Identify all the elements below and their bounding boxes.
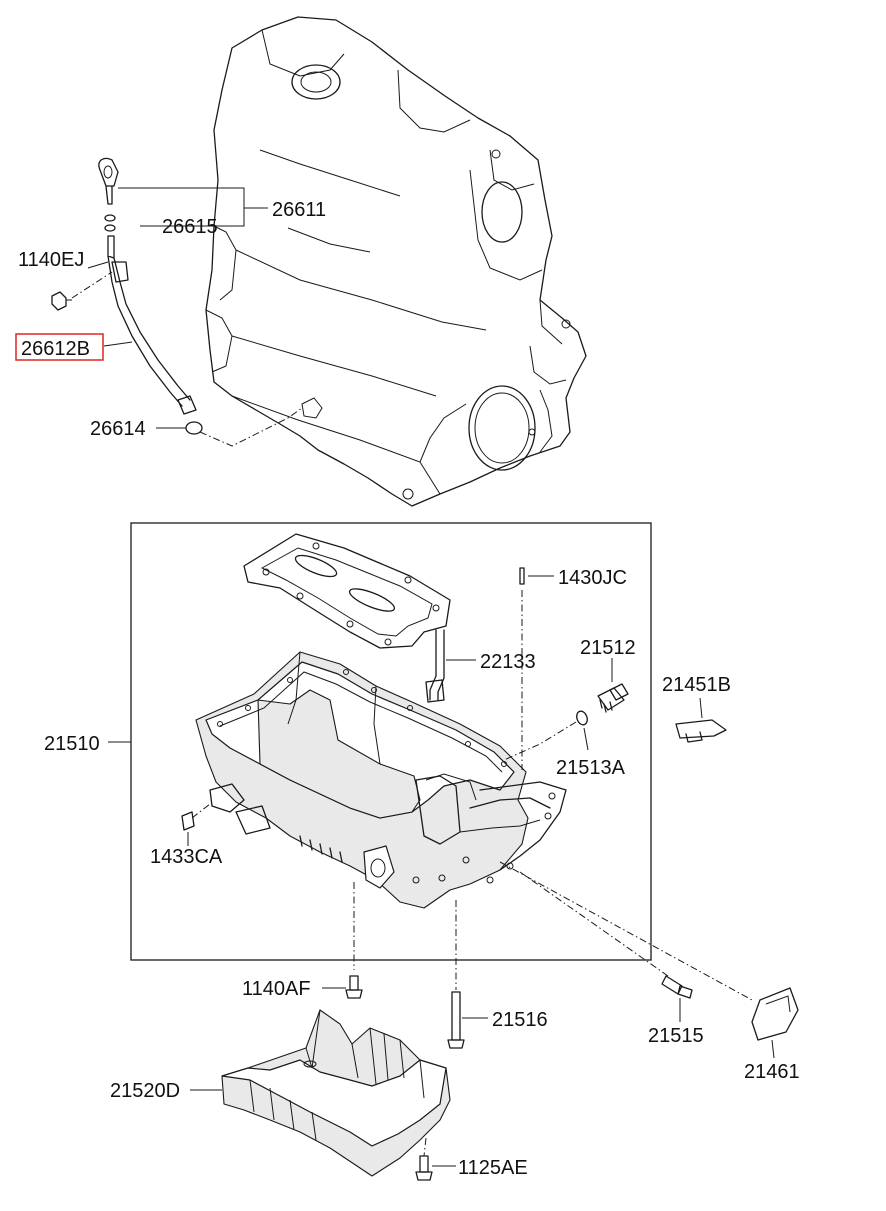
label-1140ej: 1140EJ: [18, 249, 84, 271]
label-21510: 21510: [44, 733, 100, 755]
label-21516: 21516: [492, 1009, 548, 1031]
part-labels: 26611 26615 1140EJ 26612B 26614 1430JC 2…: [15, 199, 800, 1179]
label-26614: 26614: [90, 418, 146, 440]
label-1430jc: 1430JC: [558, 567, 627, 589]
bolt-21516: [447, 900, 488, 1049]
label-21513a: 21513A: [556, 757, 626, 779]
label-22133: 22133: [480, 651, 536, 673]
label-1140af: 1140AF: [242, 978, 311, 1000]
drain-plug: [503, 658, 629, 761]
label-1433ca: 1433CA: [150, 846, 223, 868]
label-21520d: 21520D: [110, 1080, 180, 1102]
bolt-1125ae: [415, 1137, 456, 1181]
bolt-1140af: [322, 882, 363, 999]
bolt-21515: [519, 871, 693, 1022]
dipstick-leaders: [87, 187, 268, 429]
baffle-21461: [499, 861, 799, 1059]
label-21451b: 21451B: [662, 674, 731, 696]
oil-pan-gasket: [243, 533, 451, 649]
label-26611: 26611: [272, 199, 326, 221]
label-1125ae: 1125AE: [458, 1157, 528, 1179]
highlight-box-26612b: [15, 333, 104, 361]
plug-1433ca: [181, 803, 211, 846]
label-26612b: 26612B: [21, 338, 90, 360]
engine-block: [205, 16, 587, 507]
label-21461: 21461: [744, 1061, 800, 1083]
label-21512: 21512: [580, 637, 636, 659]
oil-pan: [195, 651, 567, 909]
dowel-pin: [519, 567, 554, 770]
oil-sensor: [675, 697, 727, 743]
label-26615: 26615: [162, 216, 218, 238]
label-21515: 21515: [648, 1025, 704, 1047]
dipstick-assembly: [51, 157, 303, 447]
oil-tube: [425, 629, 476, 703]
lower-cover: [190, 1009, 451, 1177]
